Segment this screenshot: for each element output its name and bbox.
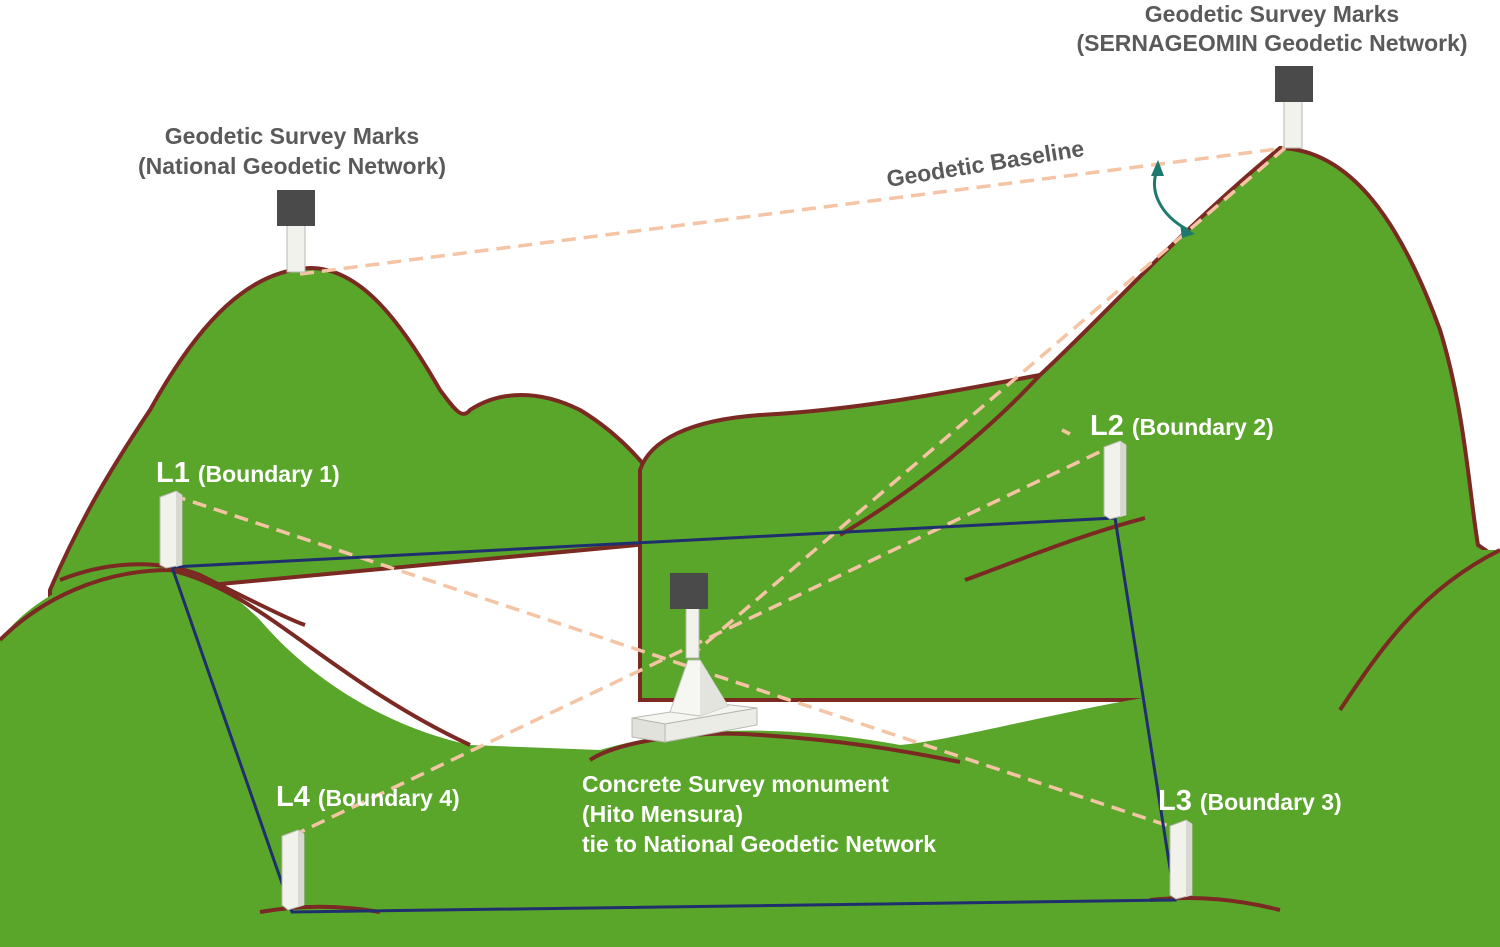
l2-label-dash — [1061, 428, 1071, 436]
terrain-ridge-5 — [588, 731, 961, 764]
mark-pillar — [1283, 97, 1303, 149]
boundary-label-l3: L3(Boundary 3) — [1158, 785, 1342, 817]
terrain-ridge-1 — [59, 562, 306, 627]
national-geodetic-mark — [277, 190, 315, 273]
monument-pyramid-shade — [700, 660, 728, 716]
sernageomin-geodetic-mark — [1275, 66, 1313, 149]
l1-to-l3-sightline — [171, 493, 1176, 830]
boundary-post-l3 — [1169, 819, 1193, 900]
monument-cap — [670, 573, 708, 609]
angle-arrowhead-top — [1151, 160, 1164, 176]
sernageomin-mark-label-line2: (SERNAGEOMIN Geodetic Network) — [1076, 30, 1467, 56]
terrain-ridge-4 — [1338, 548, 1500, 712]
monument-pillar — [685, 605, 700, 659]
boundary-label-l4: L4(Boundary 4) — [276, 781, 460, 813]
mark-cap — [1275, 66, 1313, 102]
national-mark-label-line2: (National Geodetic Network) — [138, 153, 446, 179]
monument-label-line2: (Hito Mensura) — [582, 801, 743, 827]
mark-cap — [277, 190, 315, 226]
foreground-terrain — [0, 550, 1500, 947]
boundary-polygon — [169, 516, 1177, 914]
baseline-to-monument — [690, 146, 1287, 657]
ridge-inner-line — [838, 373, 1042, 537]
l4-to-l2-sightline — [291, 445, 1111, 838]
monument-label-line1: Concrete Survey monument — [582, 771, 889, 797]
monument-base-side — [664, 707, 758, 743]
monument-label-line3: tie to National Geodetic Network — [582, 831, 936, 857]
angle-arrow — [1153, 167, 1189, 232]
boundary-label-l1: L1(Boundary 1) — [156, 457, 340, 489]
terrain-ridge-3 — [964, 516, 1146, 582]
sightlines — [171, 146, 1287, 838]
national-mark-label-line1: Geodetic Survey Marks — [165, 123, 419, 149]
terrain-ridge-2 — [0, 567, 471, 747]
boundary-post-l1 — [159, 490, 183, 569]
sernageomin-mark-label-line1: Geodetic Survey Marks — [1145, 1, 1399, 27]
angle-arrowhead-bottom — [1180, 224, 1195, 238]
mark-pillar — [286, 221, 306, 273]
boundary-post-l2 — [1103, 440, 1127, 520]
boundary-label-l2: L2(Boundary 2) — [1090, 410, 1274, 442]
left-mountain — [48, 265, 693, 603]
concrete-survey-monument — [631, 573, 758, 743]
geodetic-baseline-label: Geodetic Baseline — [885, 135, 1086, 192]
boundary-post-l4 — [281, 829, 305, 911]
geodetic-baseline-line — [299, 146, 1286, 276]
